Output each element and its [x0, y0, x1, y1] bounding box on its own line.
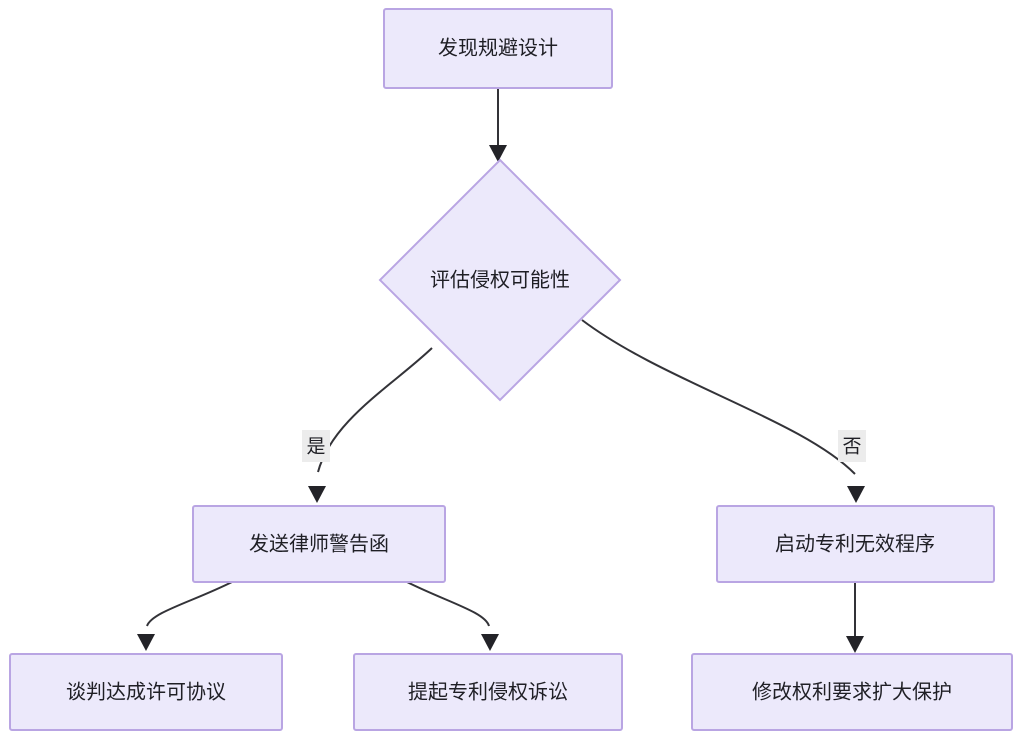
arrowhead-icon	[847, 486, 865, 503]
node-rect	[383, 8, 613, 89]
node-label: 评估侵权可能性	[430, 268, 570, 292]
edge-start-to-decision	[489, 88, 507, 162]
arrowhead-icon	[308, 486, 326, 503]
node-start-invalidation-procedure[interactable]: 启动专利无效程序	[716, 505, 995, 583]
node-label: 谈判达成许可协议	[66, 680, 226, 704]
node-rect	[716, 505, 995, 583]
edge-warning-letter-to-license	[137, 581, 233, 651]
edge-label-background	[838, 430, 866, 462]
edge-decision-to-warning-letter	[308, 347, 433, 503]
arrowhead-icon	[137, 634, 155, 651]
edge-label-yes-text: 是	[306, 436, 325, 458]
node-assess-infringement-likelihood[interactable]: 评估侵权可能性	[378, 158, 622, 402]
edge-line	[317, 347, 433, 473]
edge-line	[581, 319, 856, 475]
node-rect	[192, 505, 446, 583]
edge-warning-letter-to-lawsuit	[406, 581, 499, 651]
node-amend-claims-expand-scope[interactable]: 修改权利要求扩大保护	[691, 653, 1013, 731]
node-rect	[353, 653, 623, 731]
edge-line	[406, 581, 490, 627]
edge-invalidation-to-amend-claims	[846, 582, 864, 653]
node-label: 发现规避设计	[438, 36, 558, 60]
edge-label-no-text: 否	[842, 436, 861, 458]
edge-decision-to-invalidation	[581, 319, 865, 503]
node-diamond	[378, 158, 622, 402]
node-negotiate-license-agreement[interactable]: 谈判达成许可协议	[9, 653, 283, 731]
arrowhead-icon	[481, 634, 499, 651]
node-label: 修改权利要求扩大保护	[752, 680, 952, 704]
nodes-layer: 发现规避设计 评估侵权可能性 发送律师警告函 启动专利无效程序 谈判达成许可协议	[9, 8, 1013, 731]
edge-label-background	[302, 430, 330, 462]
node-label: 启动专利无效程序	[775, 532, 935, 556]
edges-layer	[137, 88, 865, 653]
edge-label-no: 否	[838, 430, 866, 462]
node-file-infringement-lawsuit[interactable]: 提起专利侵权诉讼	[353, 653, 623, 731]
node-send-warning-letter[interactable]: 发送律师警告函	[192, 505, 446, 583]
node-rect	[9, 653, 283, 731]
edge-line	[146, 581, 233, 627]
node-label: 发送律师警告函	[249, 532, 389, 556]
arrowhead-icon	[846, 636, 864, 653]
edge-labels-layer: 是 否	[302, 430, 866, 462]
node-discover-design-around[interactable]: 发现规避设计	[383, 8, 613, 89]
edge-label-yes: 是	[302, 430, 330, 462]
arrowhead-icon	[489, 145, 507, 162]
node-rect	[691, 653, 1013, 731]
node-label: 提起专利侵权诉讼	[408, 680, 568, 704]
